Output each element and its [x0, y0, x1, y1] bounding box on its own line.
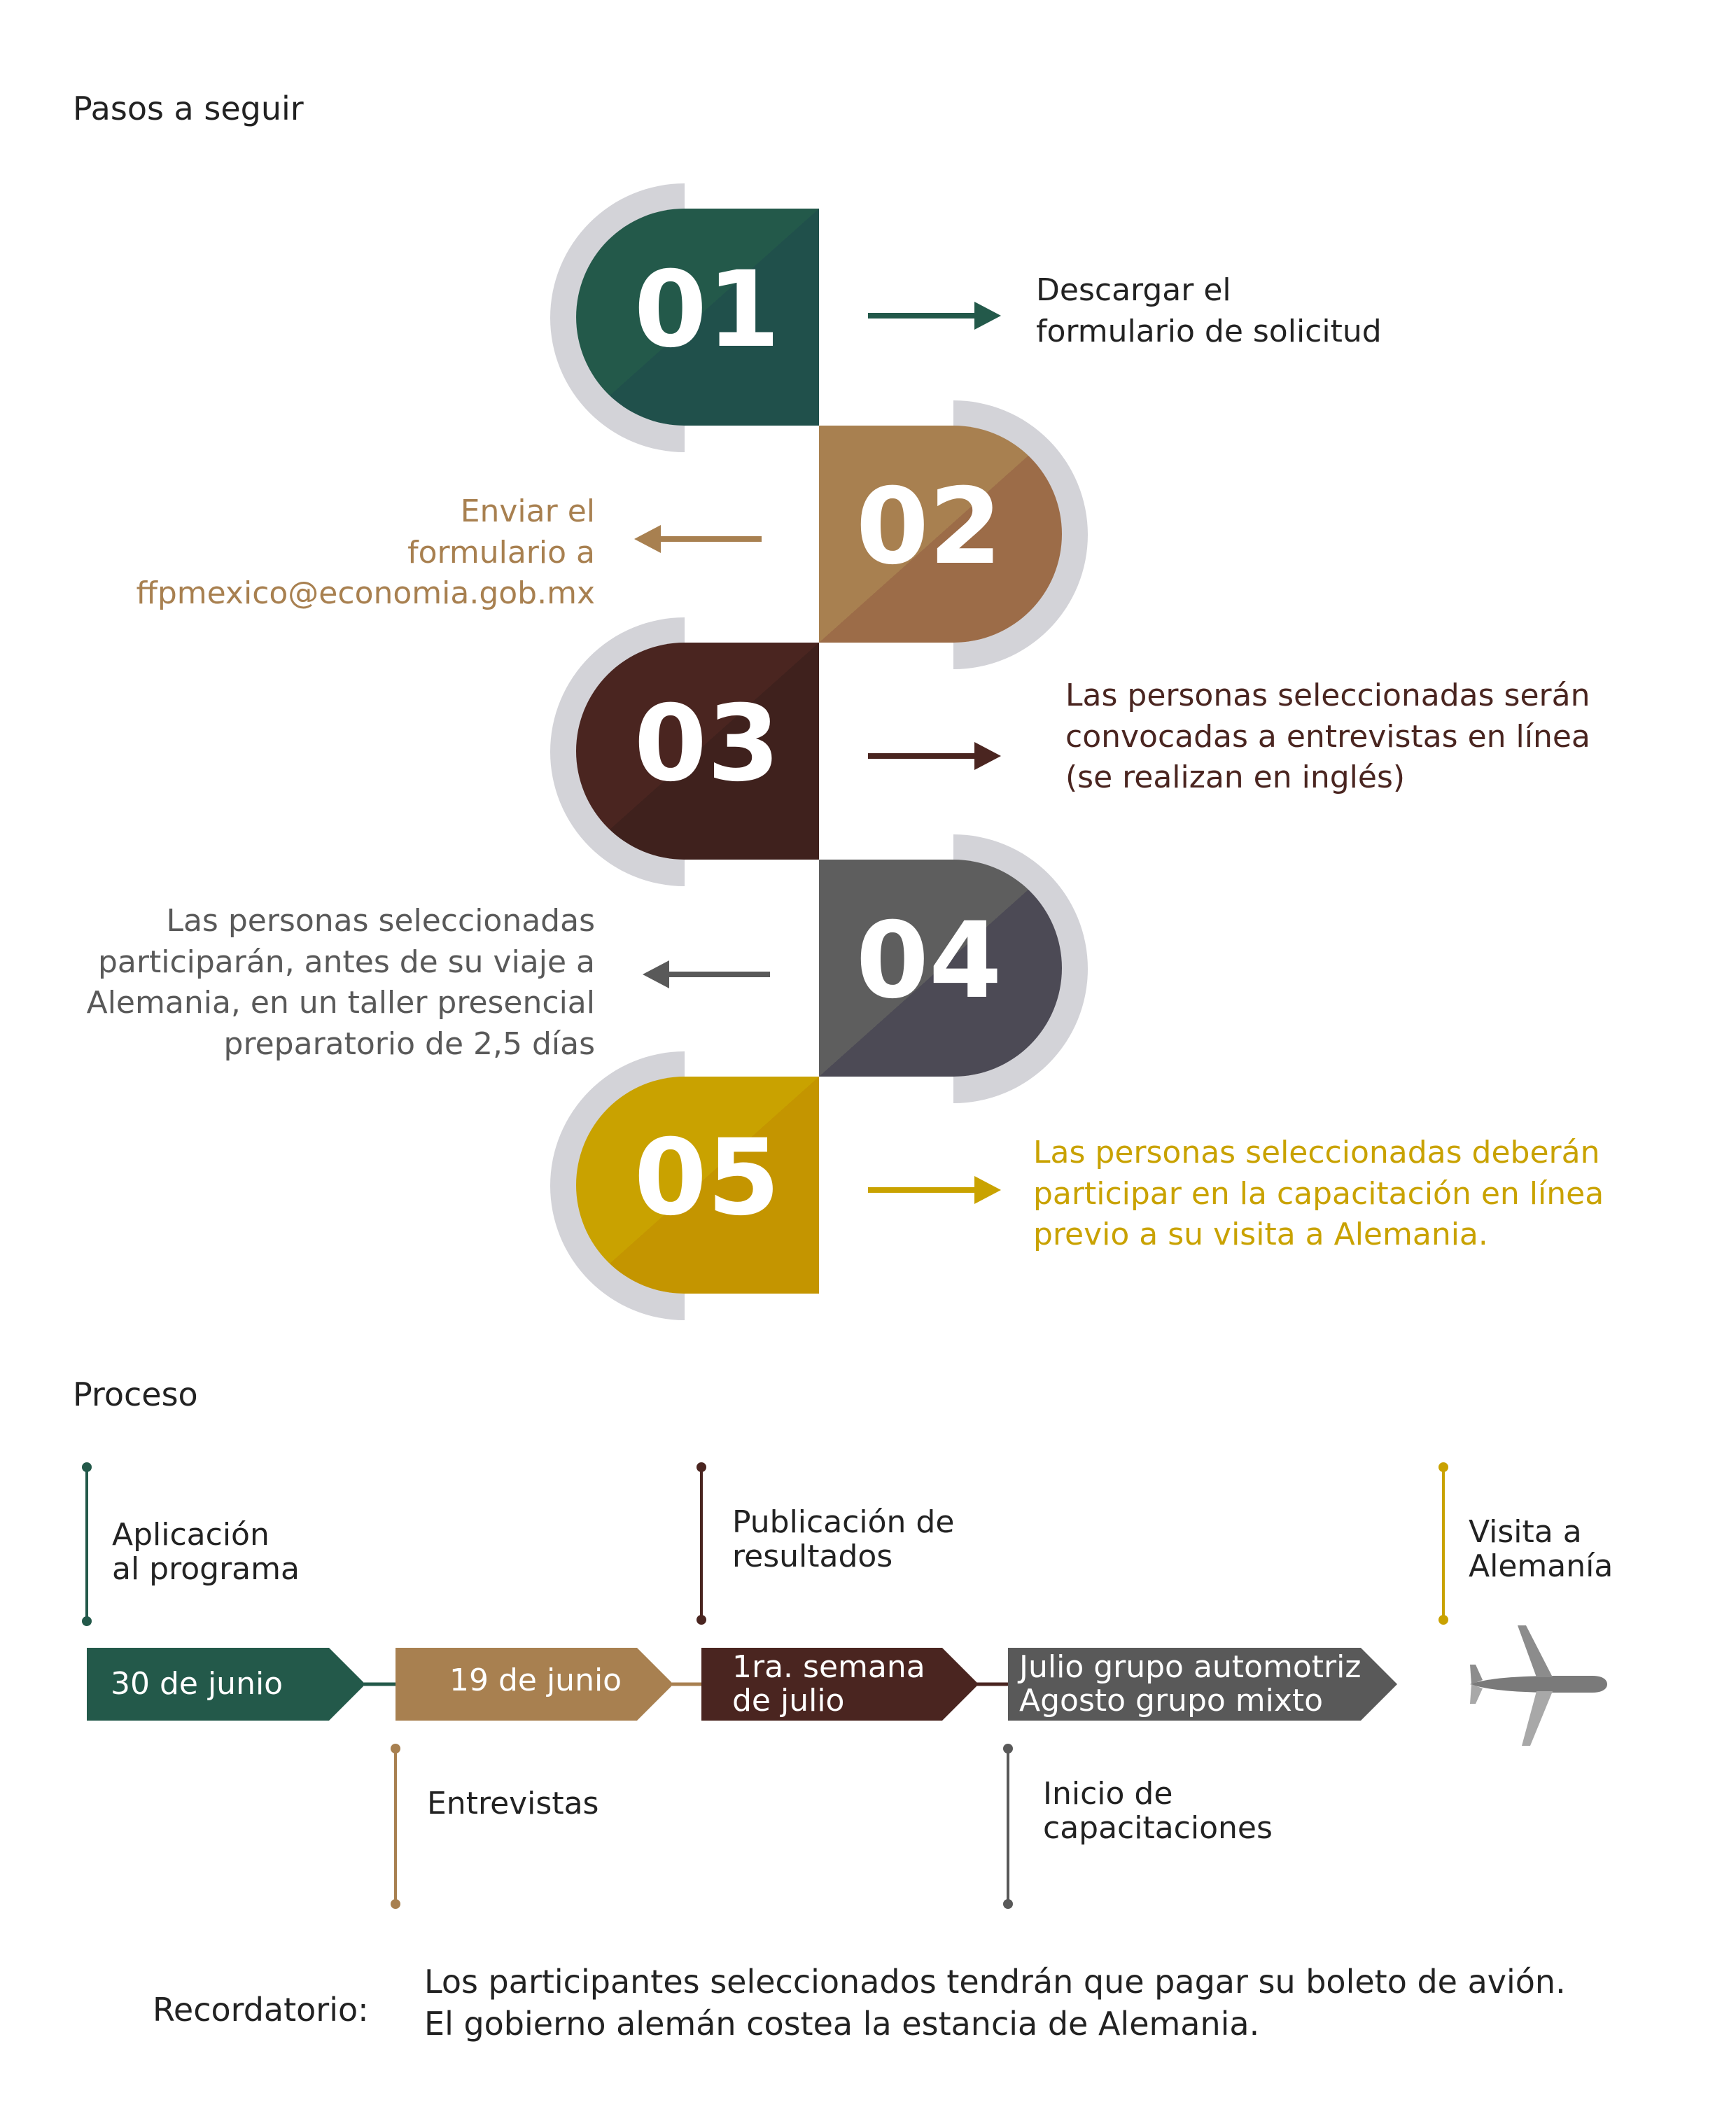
step-01-number: 01 [634, 249, 780, 371]
timeline [82, 1462, 1607, 1909]
step-04-badge [819, 860, 1062, 1077]
step-02-number: 02 [856, 466, 1002, 588]
label-entrevistas: Entrevistas [427, 1786, 599, 1821]
step-05-ring [550, 1051, 685, 1320]
step-01-badge [576, 209, 819, 426]
marker-aplicacion [82, 1462, 92, 1626]
marker-publicacion [696, 1462, 706, 1625]
step-05-number: 05 [634, 1117, 780, 1239]
steps-diagram: 01 02 03 04 05 [550, 183, 1088, 1320]
step-02-badge [819, 426, 1062, 643]
arrow-right-icon [868, 1176, 1001, 1204]
timeline-box-2-label: 19 de junio [449, 1662, 622, 1698]
process-heading: Proceso [73, 1376, 198, 1413]
step-03-ring [550, 617, 685, 886]
step-05-badge [576, 1077, 819, 1294]
step-04-ring [953, 834, 1088, 1103]
step-01-ring [550, 183, 685, 452]
reminder-text: Los participantes seleccionados tendrán … [424, 1963, 1566, 2043]
timeline-box-1 [87, 1648, 365, 1721]
arrow-left-icon [634, 525, 762, 553]
timeline-box-2 [396, 1648, 673, 1721]
arrow-right-icon [868, 742, 1001, 770]
reminder-label: Recordatorio: [153, 1991, 369, 2029]
arrow-left-icon [643, 960, 770, 988]
timeline-box-1-label: 30 de junio [111, 1666, 284, 1702]
marker-inicio [1003, 1744, 1013, 1909]
step-03-badge [576, 643, 819, 860]
steps-heading: Pasos a seguir [73, 90, 304, 127]
airplane-icon [1470, 1625, 1607, 1746]
step-04-number: 04 [856, 900, 1002, 1022]
marker-visita [1438, 1462, 1448, 1625]
arrow-right-icon [868, 302, 1001, 330]
step-02-ring [953, 400, 1088, 669]
timeline-box-3 [701, 1648, 979, 1721]
step-03-number: 03 [634, 683, 780, 805]
timeline-box-4 [1008, 1648, 1397, 1721]
marker-entrevistas [391, 1744, 400, 1909]
